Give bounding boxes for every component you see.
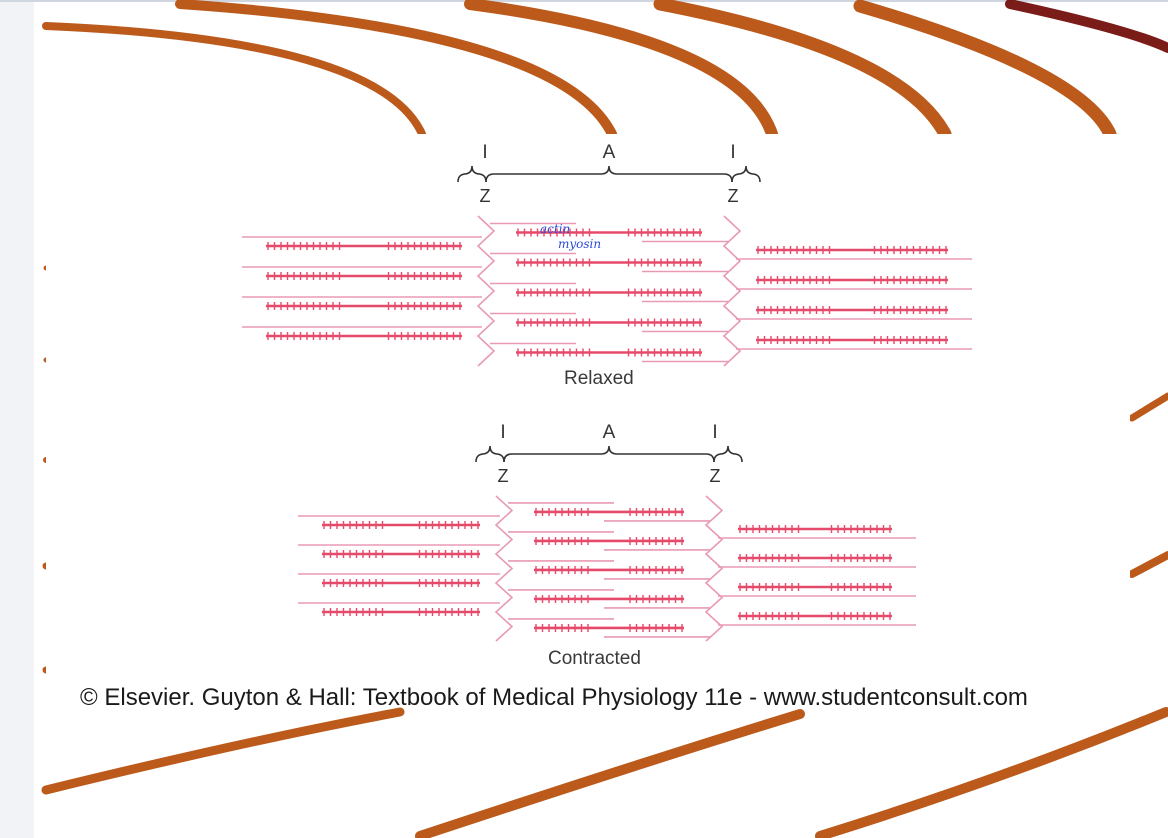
relaxed-i-label-left: I: [482, 142, 487, 163]
contracted-right-myosin-0-heads: [739, 525, 891, 533]
contracted-label: Contracted: [548, 648, 641, 669]
left-window-strip: [0, 0, 34, 838]
contracted-center-myosin-0-heads: [535, 507, 683, 516]
relaxed-z-label-right: Z: [728, 186, 739, 206]
contracted-center-myosin-4-heads: [535, 623, 683, 632]
contracted-a-label: A: [603, 422, 616, 443]
relaxed-center-myosin-3-heads: [517, 318, 701, 327]
relaxed-center-myosin-4-heads: [517, 348, 701, 357]
contracted-center-myosin-1-heads: [535, 536, 683, 545]
relaxed-a-band-bracket: [485, 165, 733, 183]
copyright-credit: © Elsevier. Guyton & Hall: Textbook of M…: [80, 684, 1028, 711]
relaxed-left-myosin-1-heads: [267, 272, 461, 280]
contracted-right-myosin-3-heads: [739, 612, 891, 620]
relaxed-center-myosin-2-heads: [517, 288, 701, 297]
relaxed-left-myosin-3-heads: [267, 332, 461, 340]
contracted-right-myosin-1-heads: [739, 554, 891, 562]
relaxed-z-line-l: [476, 215, 496, 367]
contracted-left-myosin-1-heads: [323, 550, 479, 558]
contracted-i-band-right-bracket: [713, 445, 743, 463]
relaxed-left-myosin-2-heads: [267, 302, 461, 310]
relaxed-right-myosin-2-heads: [757, 306, 947, 314]
relaxed-center-myosin-0-heads: [517, 228, 701, 237]
top-border-line: [0, 0, 1168, 2]
contracted-right-myosin-2-heads: [739, 583, 891, 591]
relaxed-right-myosin-1-heads: [757, 276, 947, 284]
contracted-a-band-bracket: [503, 445, 715, 463]
relaxed-z-label-left: Z: [480, 186, 491, 206]
contracted-center-myosin-2-heads: [535, 565, 683, 574]
relaxed-z-line-r: [722, 215, 742, 367]
contracted-z-label-left: Z: [498, 466, 509, 486]
relaxed-i-band-right-bracket: [731, 165, 761, 183]
relaxed-right-myosin-3-heads: [757, 336, 947, 344]
sarcomere-diagram: I A I Z Z I A I Z Z: [242, 142, 972, 642]
actin-handwritten-note: actin: [540, 222, 571, 236]
relaxed-left-myosin-0-heads: [267, 242, 461, 250]
contracted-center-myosin-3-heads: [535, 594, 683, 603]
contracted-z-label-right: Z: [710, 466, 721, 486]
contracted-z-line-r: [704, 495, 724, 642]
sarcomere-figure-panel: I A I Z Z I A I Z Z Relaxed Contracted actin myos…: [46, 134, 1130, 690]
contracted-left-myosin-2-heads: [323, 579, 479, 587]
contracted-left-myosin-0-heads: [323, 521, 479, 529]
relaxed-a-label: A: [603, 142, 616, 163]
contracted-left-myosin-3-heads: [323, 608, 479, 616]
relaxed-label: Relaxed: [564, 368, 634, 389]
relaxed-i-label-right: I: [730, 142, 735, 163]
contracted-z-line-l: [494, 495, 514, 642]
relaxed-center-myosin-1-heads: [517, 258, 701, 267]
contracted-i-label-left: I: [500, 422, 505, 443]
contracted-i-band-left-bracket: [475, 445, 505, 463]
myosin-handwritten-note: myosin: [558, 237, 602, 251]
relaxed-right-myosin-0-heads: [757, 246, 947, 254]
relaxed-i-band-left-bracket: [457, 165, 487, 183]
contracted-i-label-right: I: [712, 422, 717, 443]
